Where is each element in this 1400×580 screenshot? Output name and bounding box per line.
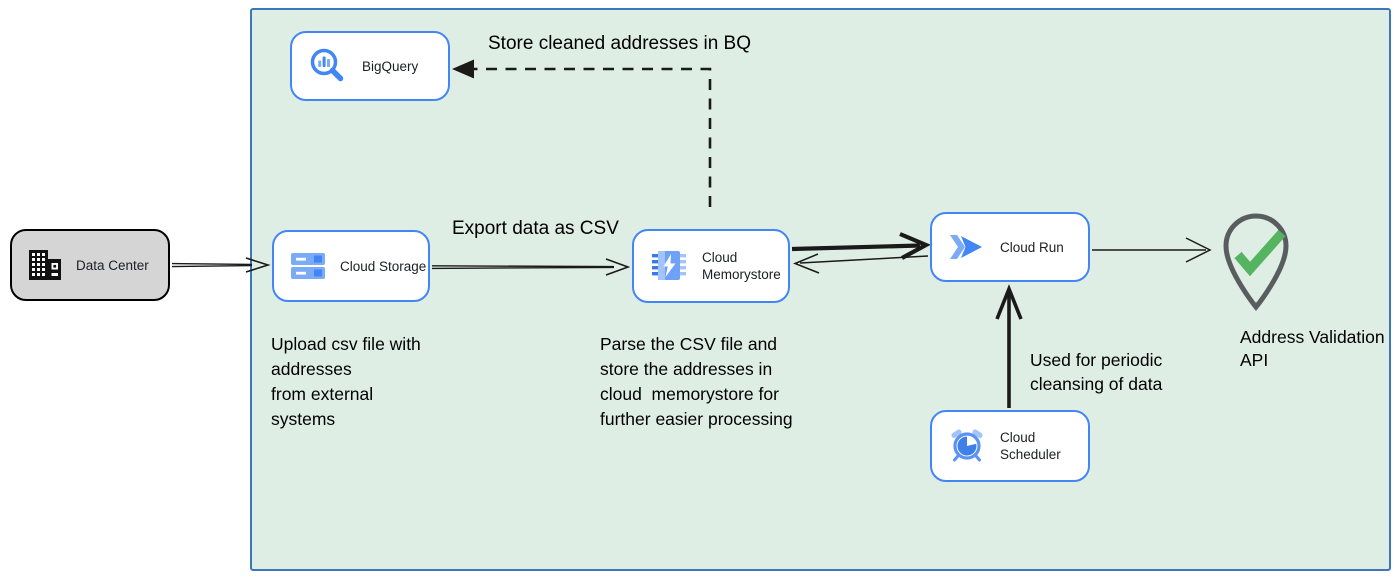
node-data-center[interactable]: Data Center [10,229,170,301]
node-label: Cloud Memorystore [702,250,781,282]
node-label: Cloud Storage [340,258,427,274]
node-label: BigQuery [362,58,419,74]
node-label: Cloud Run [1000,239,1064,255]
gcp-boundary-container [250,8,1391,571]
annotation-parse-note: Parse the CSV file and store the address… [600,334,793,429]
address-validation-pin[interactable] [1220,210,1310,317]
address-validation-label: Address Validation API [1240,327,1385,370]
node-cloud-storage[interactable]: Cloud Storage [272,230,430,302]
node-cloud-run[interactable]: Cloud Run [930,212,1090,282]
node-cloud-memorystore[interactable]: Cloud Memorystore [632,229,790,303]
cloud-run-icon [948,232,986,262]
node-bigquery[interactable]: BigQuery [290,31,450,101]
cloud-scheduler-icon [948,428,986,464]
cloud-storage-icon [290,251,326,281]
location-pin-check-icon [1220,213,1298,316]
annotation-store-cleaned: Store cleaned addresses in BQ [488,33,751,54]
node-label: Cloud Scheduler [1000,430,1061,462]
bigquery-icon [308,46,348,86]
annotation-export-csv: Export data as CSV [452,218,619,239]
annotation-periodic-note: Used for periodic cleansing of data [1030,350,1163,394]
data-center-icon [28,249,62,281]
node-cloud-scheduler[interactable]: Cloud Scheduler [930,410,1090,482]
annotation-upload-note: Upload csv file with addresses from exte… [271,334,421,429]
node-label: Data Center [76,257,149,273]
cloud-memorystore-icon [650,249,688,283]
